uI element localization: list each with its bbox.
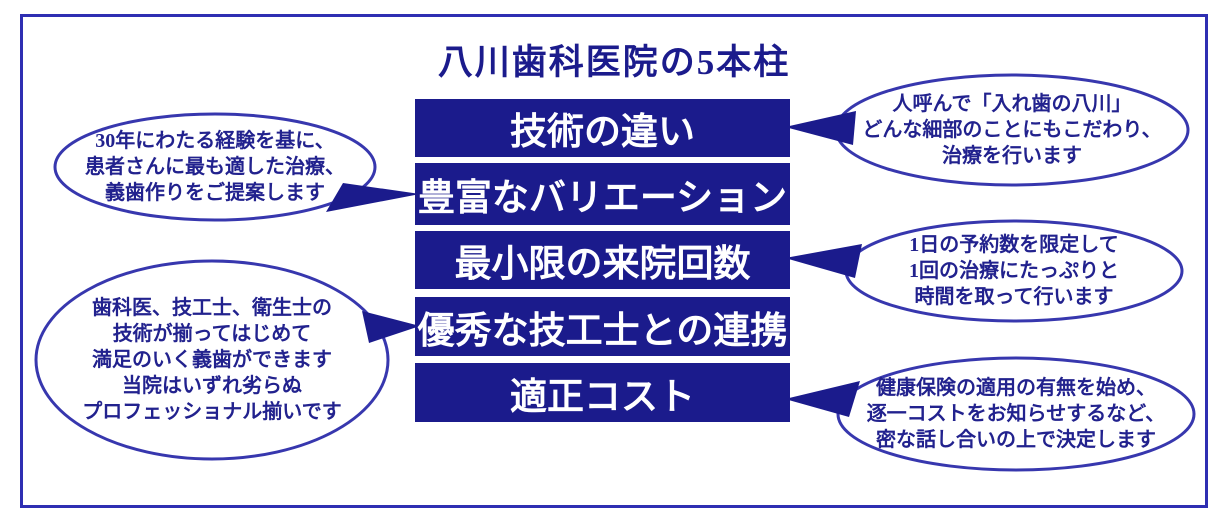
pillar-label: 技術の違い	[510, 111, 695, 152]
callout-line: 人呼んで「入れ歯の八川」	[892, 93, 1132, 115]
callout-line: 健康保険の適用の有無を始め、	[876, 377, 1156, 399]
callout-line: 治療を行います	[942, 145, 1082, 167]
callout-line: 技術が揃ってはじめて	[112, 323, 312, 345]
page-title: 八川歯科医院の5本柱	[437, 43, 791, 82]
pillar-bar-5: 適正コスト	[415, 363, 790, 422]
pillar-label: 優秀な技工士との連携	[417, 309, 788, 351]
callout-line: どんな細部のことにもこだわり、	[862, 119, 1162, 141]
callout-text-cost-transparency: 健康保険の適用の有無を始め、 逐一コストをお知らせするなど、 密な話し合いの上で…	[838, 360, 1194, 468]
callout-text-denture-yakawa: 人呼んで「入れ歯の八川」 どんな細部のことにもこだわり、 治療を行います	[836, 78, 1188, 182]
callout-line: 義歯作りをご提案します	[105, 182, 325, 204]
callout-line: 満足のいく義歯ができます	[92, 349, 332, 371]
callout-line: プロフェッショナル揃いです	[82, 401, 342, 423]
callout-line: 歯科医、技工士、衛生士の	[92, 297, 332, 319]
callout-line: 時間を取って行います	[914, 286, 1114, 308]
callout-line: 1日の予約数を限定して	[909, 234, 1119, 256]
callout-line: 30年にわたる経験を基に、	[95, 130, 335, 152]
callout-line: 逐一コストをお知らせするなど、	[866, 403, 1166, 425]
callout-text-experience: 30年にわたる経験を基に、 患者さんに最も適した治療、 義歯作りをご提案します	[55, 116, 375, 218]
diagram-border	[20, 14, 1208, 508]
callout-line: 当院はいずれ劣らぬ	[122, 375, 302, 397]
callout-text-reservation-time: 1日の予約数を限定して 1回の治療にたっぷりと 時間を取って行います	[846, 224, 1182, 318]
callout-line: 患者さんに最も適した治療、	[85, 156, 345, 178]
pillar-label: 豊富なバリエーション	[417, 177, 788, 218]
callout-line: 1回の治療にたっぷりと	[909, 260, 1119, 282]
pillar-label: 最小限の来院回数	[454, 243, 751, 284]
callout-line: 密な話し合いの上で決定します	[876, 429, 1156, 451]
pillar-bar-3: 最小限の来院回数	[415, 231, 790, 289]
pillar-label: 適正コスト	[510, 375, 695, 417]
pillar-bar-1: 技術の違い	[415, 99, 790, 157]
pillar-bar-4: 優秀な技工士との連携	[415, 297, 790, 356]
pillar-bar-2: 豊富なバリエーション	[415, 163, 790, 225]
callout-text-professionals: 歯科医、技工士、衛生士の 技術が揃ってはじめて 満足のいく義歯ができます 当院は…	[36, 264, 388, 456]
